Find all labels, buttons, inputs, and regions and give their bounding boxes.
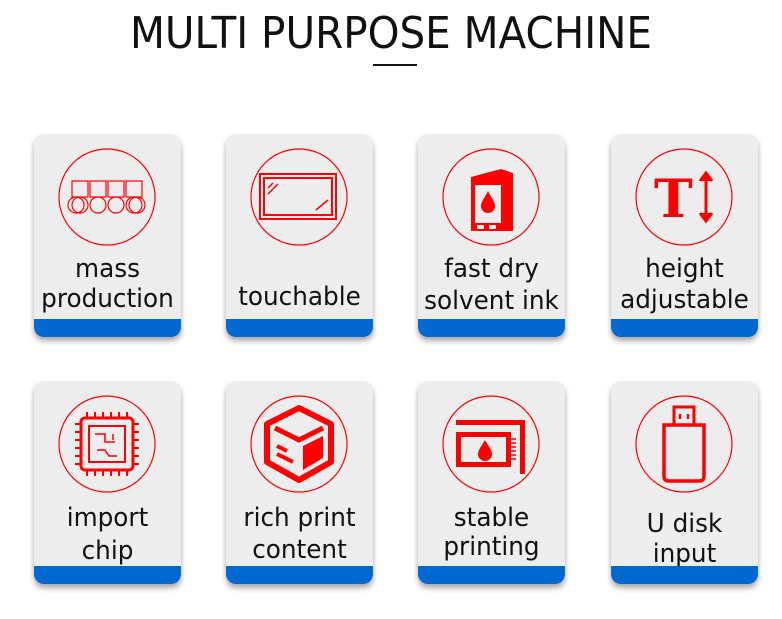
usb-drive-icon — [635, 395, 733, 493]
title-underline — [373, 64, 417, 66]
feature-label-line2: printing — [443, 532, 540, 562]
feature-card-u-disk-input: U disk input — [611, 381, 758, 584]
feature-card-touchable: touchable — [226, 134, 373, 337]
feature-label-line1: stable — [453, 503, 530, 533]
card-bar — [418, 566, 565, 584]
feature-label-line1: mass — [75, 254, 140, 284]
feature-label-line1: import — [66, 503, 149, 533]
feature-label-line2: content — [252, 535, 347, 565]
feature-card-rich-print-content: rich print content — [226, 381, 373, 584]
feature-label-line2: adjustable — [620, 285, 749, 315]
card-bar — [611, 319, 758, 337]
feature-card-import-chip: import chip — [34, 381, 181, 584]
svg-text:T: T — [654, 169, 693, 230]
feature-label-line2: input — [652, 539, 717, 569]
chip-icon — [58, 395, 156, 493]
card-bar — [226, 319, 373, 337]
feature-label-line1: rich print — [243, 503, 356, 533]
card-bar — [34, 319, 181, 337]
feature-label-line1: U disk — [646, 509, 723, 539]
card-bar — [611, 566, 758, 584]
card-bar — [34, 566, 181, 584]
conveyor-icon — [58, 148, 156, 246]
feature-label-line1: height — [645, 254, 724, 284]
feature-label: touchable — [238, 282, 361, 312]
feature-label-line1: fast dry — [444, 254, 539, 284]
ink-cartridge-icon — [442, 148, 540, 246]
feature-label-line2: production — [41, 284, 174, 314]
card-bar — [226, 566, 373, 584]
print-head-icon — [442, 395, 540, 493]
feature-card-fast-dry-solvent-ink: fast dry solvent ink — [418, 134, 565, 337]
feature-card-mass-production: mass production — [34, 134, 181, 337]
card-bar — [418, 319, 565, 337]
page-title: MULTI PURPOSE MACHINE — [129, 8, 653, 59]
feature-card-height-adjustable: T height adjustable — [611, 134, 758, 337]
cube-icon — [250, 395, 348, 493]
feature-label-line2: solvent ink — [424, 286, 559, 316]
touchscreen-icon — [250, 148, 348, 246]
text-height-icon: T — [635, 148, 733, 246]
feature-card-stable-printing: stable printing — [418, 381, 565, 584]
feature-label-line2: chip — [81, 536, 134, 566]
